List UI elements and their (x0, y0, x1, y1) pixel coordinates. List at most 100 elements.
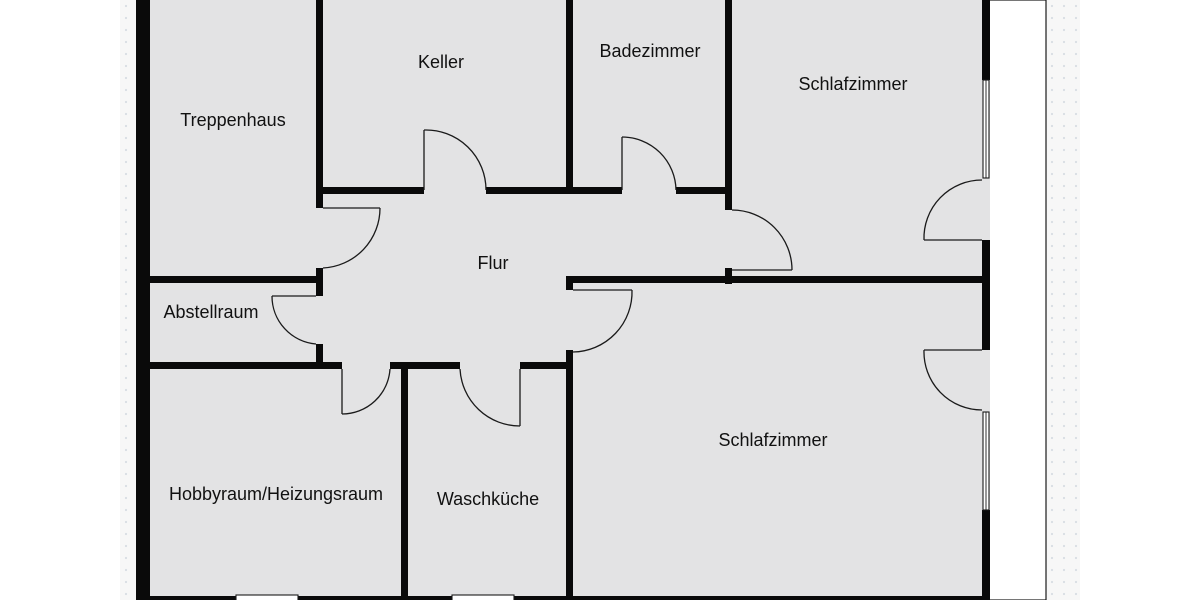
room-label-abstellraum: Abstellraum (163, 302, 258, 322)
grid-dot (1062, 40, 1066, 44)
grid-dot (1062, 316, 1066, 320)
door-waschkueche (459, 368, 521, 427)
grid-dot (124, 376, 128, 380)
grid-dot (124, 148, 128, 152)
grid-dot (1074, 436, 1078, 440)
grid-dot (124, 184, 128, 188)
wall-flur-schlafzimmer (566, 276, 990, 283)
door-schlafzimmer-unten (572, 289, 633, 353)
grid-dot (1050, 592, 1054, 596)
grid-dot (1074, 64, 1078, 68)
grid-dot (1074, 268, 1078, 272)
door-abstellraum (271, 295, 317, 345)
grid-dot (1062, 508, 1066, 512)
grid-dot (1062, 460, 1066, 464)
grid-dot (1050, 268, 1054, 272)
grid-dot (124, 400, 128, 404)
grid-dot (1074, 292, 1078, 296)
grid-dot (1062, 496, 1066, 500)
grid-dot (1050, 352, 1054, 356)
grid-dot (124, 448, 128, 452)
grid-dot (1074, 544, 1078, 548)
grid-dot (1074, 160, 1078, 164)
grid-dot (1050, 136, 1054, 140)
door-hobbyraum (341, 368, 391, 415)
grid-dot (124, 544, 128, 548)
wall-flur-top (316, 187, 424, 194)
grid-dot (1050, 460, 1054, 464)
grid-dot (1050, 328, 1054, 332)
grid-dot (1062, 88, 1066, 92)
grid-dot (1062, 232, 1066, 236)
grid-dot (1050, 556, 1054, 560)
door-keller (423, 129, 487, 191)
grid-dot (1062, 436, 1066, 440)
grid-dot (1062, 76, 1066, 80)
grid-dot (1074, 532, 1078, 536)
wall-abstellraum-hobbyraum (136, 362, 342, 369)
room-label-badezimmer: Badezimmer (599, 41, 700, 61)
wall-outer-right (982, 240, 990, 350)
grid-dot (124, 436, 128, 440)
grid-dot (124, 64, 128, 68)
grid-dot (1074, 280, 1078, 284)
grid-dot (124, 244, 128, 248)
grid-dot (124, 172, 128, 176)
grid-dot (1074, 340, 1078, 344)
grid-dot (124, 4, 128, 8)
grid-dot (124, 220, 128, 224)
grid-dot (1062, 160, 1066, 164)
grid-dot (1074, 424, 1078, 428)
grid-dot (124, 232, 128, 236)
grid-dot (1074, 448, 1078, 452)
grid-dot (1074, 556, 1078, 560)
grid-dot (124, 136, 128, 140)
grid-dot (124, 292, 128, 296)
grid-dot (1050, 316, 1054, 320)
grid-dot (1050, 124, 1054, 128)
grid-dot (124, 532, 128, 536)
grid-dot (1074, 256, 1078, 260)
grid-dot (1074, 412, 1078, 416)
grid-dot (1074, 52, 1078, 56)
grid-dot (124, 28, 128, 32)
grid-dot (124, 460, 128, 464)
wall-waschkueche-schlafzimmer (566, 350, 573, 600)
wall-keller-bad (566, 0, 573, 192)
grid-dot (1074, 496, 1078, 500)
grid-dot (1062, 304, 1066, 308)
grid-dot (124, 208, 128, 212)
grid-dot (124, 352, 128, 356)
grid-dot (124, 520, 128, 524)
grid-dot (1050, 280, 1054, 284)
wall-treppenhaus-keller (316, 0, 323, 208)
grid-dot (1074, 112, 1078, 116)
grid-dot (1074, 460, 1078, 464)
grid-dot (1062, 16, 1066, 20)
grid-dot (124, 496, 128, 500)
grid-dot (1062, 376, 1066, 380)
grid-dot (1062, 580, 1066, 584)
grid-dot (1062, 208, 1066, 212)
grid-dot (1050, 544, 1054, 548)
grid-dot (1074, 28, 1078, 32)
sheet-dot-grid-left (124, 4, 128, 596)
wall-flur-bottom (520, 362, 573, 369)
room-label-hobbyraum: Hobbyraum/Heizungsraum (169, 484, 383, 504)
exterior-strip (987, 0, 1047, 600)
grid-dot (124, 160, 128, 164)
grid-dot (1074, 124, 1078, 128)
grid-dot (1062, 100, 1066, 104)
grid-dot (124, 40, 128, 44)
grid-dot (1062, 556, 1066, 560)
grid-dot (1074, 316, 1078, 320)
grid-dot (1074, 304, 1078, 308)
grid-dot (1074, 4, 1078, 8)
grid-dot (1062, 184, 1066, 188)
grid-dot (1074, 484, 1078, 488)
grid-dot (1062, 280, 1066, 284)
grid-dot (124, 556, 128, 560)
wall-flur-bottom (390, 362, 460, 369)
grid-dot (1050, 244, 1054, 248)
grid-dot (1074, 16, 1078, 20)
